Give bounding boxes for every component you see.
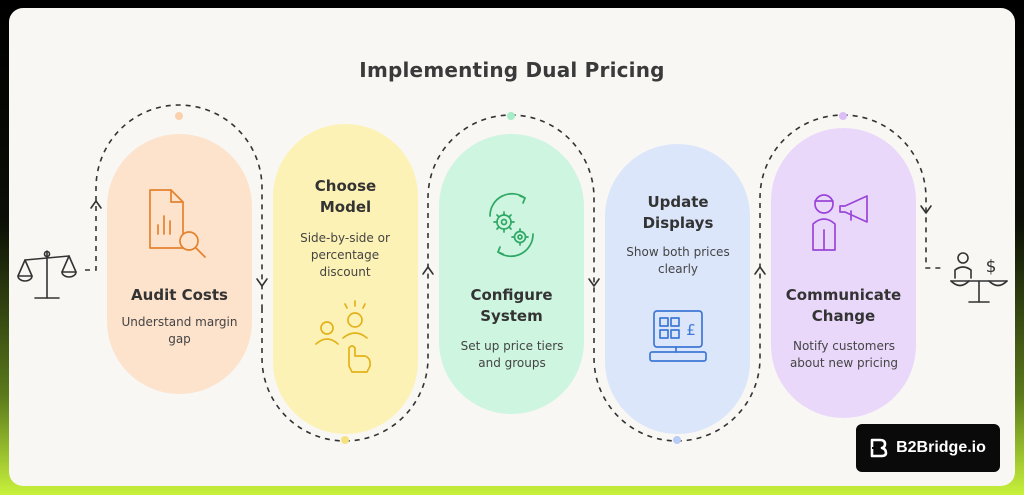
brand-badge[interactable]: B2Bridge.io [856,424,1000,472]
step-5-text: Communicate Change [776,285,911,327]
balance-scale-icon [17,250,77,299]
step-4-pill [605,144,750,434]
step-1-title: Audit Costs [131,286,228,304]
step-3-title: Configure System [470,286,553,325]
step-1-pill [107,134,252,394]
step-4-title: Update Displays [642,193,714,232]
step-4-desc-wrap: Show both prices clearly [615,244,741,278]
step-5-pill [771,128,916,418]
step-2-text: Choose Model [305,176,386,218]
brand-name: B2Bridge.io [896,439,986,456]
step-2-desc-wrap: Side-by-side or percentage discount [285,230,405,281]
pound-sign-icon: £ [686,321,696,339]
arrow-down-6 [920,205,932,214]
step-3-desc-wrap: Set up price tiers and groups [449,338,575,372]
step-5-title: Communicate Change [785,286,902,325]
dollar-sign-icon: $ [986,257,997,277]
arrow-up-3 [422,266,434,275]
step-2-title: Choose Model [314,177,377,216]
gears-cycle-icon [489,192,534,258]
connector-start [85,104,263,308]
flow-diagram: $ [17,104,1008,444]
step-2-pill [273,124,418,434]
person-dollar-scale-icon [950,252,1008,303]
arrow-down-2 [256,278,268,287]
pos-terminal-pound-icon [649,310,707,362]
document-magnifier-chart-icon [149,189,206,258]
arrow-up-1 [90,200,102,209]
step-1-desc: Understand margin gap [121,315,238,346]
step-5-desc-wrap: Notify customers about new pricing [781,338,907,372]
step-1-text: Audit Costs Understand margin gap [112,285,247,348]
step-5-desc: Notify customers about new pricing [789,339,899,370]
infographic-card: Implementing Dual Pricing [9,8,1015,486]
arrow-down-4 [588,278,600,287]
step-4-text: Update Displays [631,192,725,234]
arrow-up-5 [754,266,766,275]
people-pointing-hand-icon [315,300,371,373]
bridge-logo-icon [870,438,888,458]
person-megaphone-icon [812,194,868,251]
step-4-desc: Show both prices clearly [626,245,730,276]
step-2-desc: Side-by-side or percentage discount [300,231,390,279]
step-3-text: Configure System [461,285,562,327]
step-3-pill [439,134,584,414]
page-title: Implementing Dual Pricing [359,58,665,82]
step-3-desc: Set up price tiers and groups [460,339,564,370]
